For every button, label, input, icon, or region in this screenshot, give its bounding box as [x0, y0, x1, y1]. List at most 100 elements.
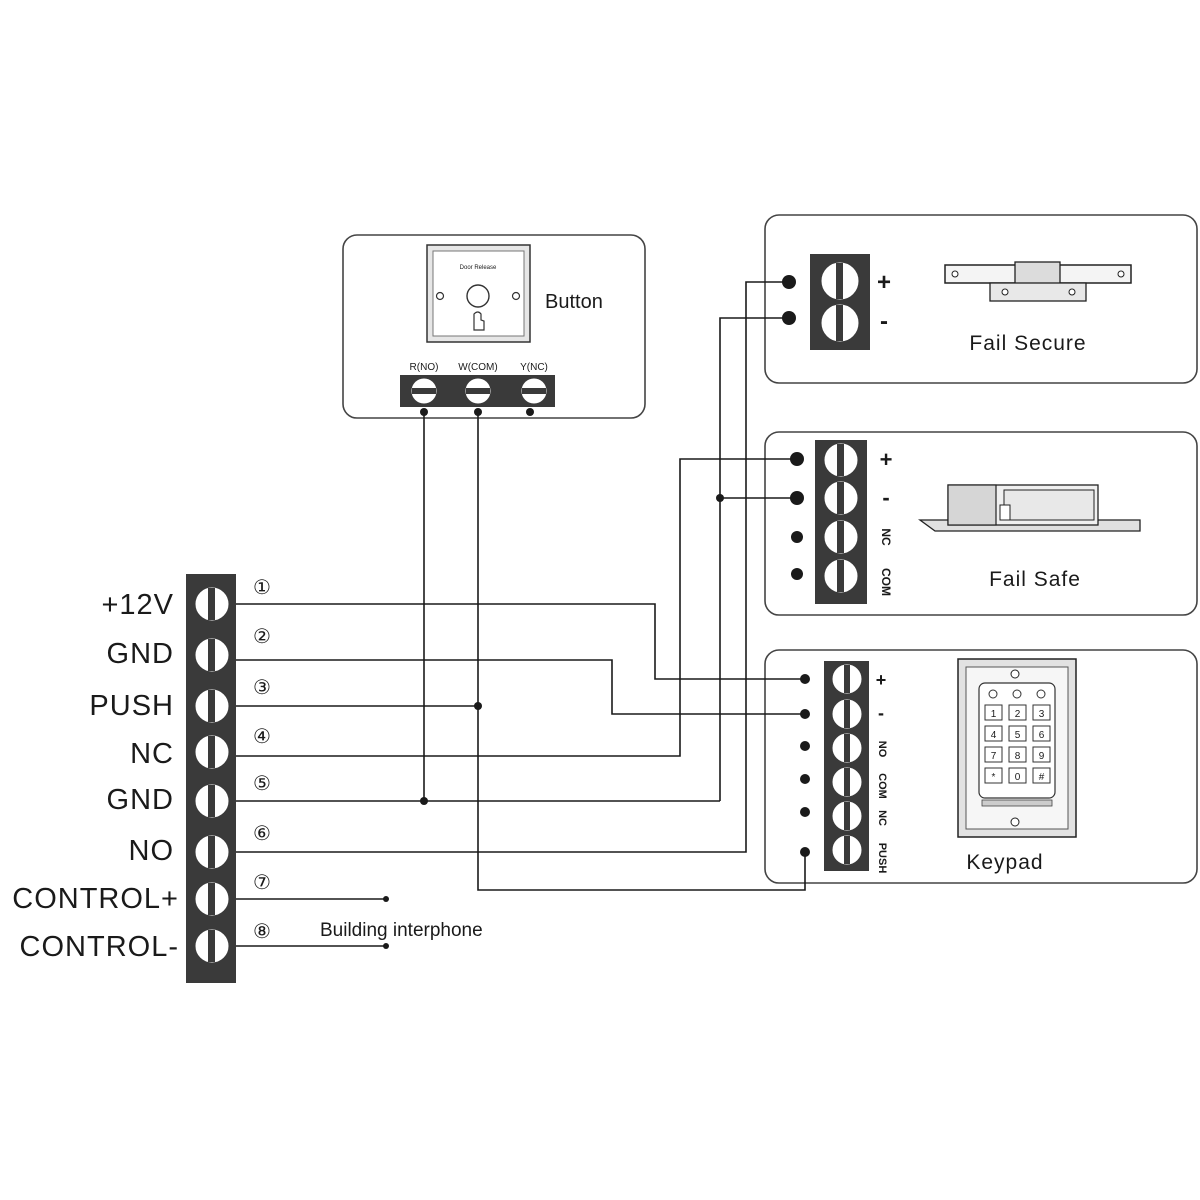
svg-text:#: #	[1039, 772, 1045, 783]
terminal-dot	[474, 408, 482, 416]
terminal-screw	[195, 784, 229, 818]
svg-text:7: 7	[991, 751, 997, 762]
terminal-number: ⑤	[253, 773, 271, 795]
wire-lock-minus	[719, 317, 789, 801]
terminal-label-vertical: NC	[876, 810, 888, 826]
svg-text:*: *	[992, 772, 996, 783]
terminal-sign: -	[880, 308, 888, 335]
terminal-sign: +	[877, 269, 891, 296]
terminal-label-12v: +12V	[101, 589, 174, 621]
button-terminal-label: Y(NC)	[520, 362, 548, 373]
terminal-dot	[791, 531, 803, 543]
building-interphone-label: Building interphone	[320, 920, 483, 941]
svg-text:9: 9	[1039, 751, 1045, 762]
wire-end-dot	[383, 896, 389, 902]
terminal-screw	[832, 733, 862, 763]
terminal-label-vertical: COM	[876, 773, 888, 799]
terminal-number: ③	[253, 677, 271, 699]
button-plate-text: Door Release	[460, 265, 497, 271]
wire-gnd-1	[228, 659, 805, 715]
terminal-screw	[824, 520, 858, 554]
terminal-screw	[824, 443, 858, 477]
terminal-label-control-plus: CONTROL+	[12, 883, 179, 915]
terminal-label-push: PUSH	[89, 690, 174, 722]
terminal-screw	[195, 735, 229, 769]
terminal-sign: -	[878, 703, 884, 723]
svg-text:8: 8	[1015, 751, 1021, 762]
terminal-label-vertical: PUSH	[876, 843, 888, 874]
terminal-screw	[832, 835, 862, 865]
terminal-screw	[824, 559, 858, 593]
terminal-sign: +	[876, 670, 887, 690]
terminal-number: ①	[253, 577, 271, 599]
terminal-dot	[790, 452, 804, 466]
terminal-label-nc: NC	[130, 738, 174, 770]
keypad-key: 0	[1008, 767, 1027, 784]
keypad-key: 1	[984, 704, 1003, 721]
terminal-label-gnd: GND	[107, 784, 174, 816]
terminal-screw	[832, 699, 862, 729]
wire-end-dot	[383, 943, 389, 949]
wire-nc	[228, 458, 797, 757]
button-terminal-label: W(COM)	[458, 362, 497, 373]
keypad-key: 3	[1032, 704, 1051, 721]
terminal-number: ④	[253, 726, 271, 748]
terminal-dot	[800, 774, 810, 784]
terminal-sign: +	[880, 447, 893, 472]
fail-safe-title: Fail Safe	[989, 568, 1081, 591]
keypad-key: *	[984, 767, 1003, 784]
svg-text:2: 2	[1015, 709, 1021, 720]
keypad-keys: 1 2 3 4 5 6 7 8 9 * 0 #	[984, 704, 1051, 784]
keypad-key: #	[1032, 767, 1051, 784]
exit-button-device: Door Release Button R(NO) W(COM) Y(NC)	[400, 244, 603, 416]
terminal-screw	[195, 882, 229, 916]
terminal-dot	[526, 408, 534, 416]
keypad-key: 9	[1032, 746, 1051, 763]
fail-secure-device: + - Fail Secure	[782, 254, 1132, 355]
screw-hole-icon	[435, 291, 445, 301]
button-terminal-label: R(NO)	[410, 362, 439, 373]
terminal-label-gnd: GND	[107, 638, 174, 670]
keypad-key: 8	[1008, 746, 1027, 763]
terminal-label-vertical: NC	[879, 528, 893, 546]
junction-dot	[420, 797, 428, 805]
terminal-screw	[824, 481, 858, 515]
terminal-screw	[832, 767, 862, 797]
electric-strike-icon	[944, 261, 1132, 302]
terminal-number: ②	[253, 626, 271, 648]
terminal-dot	[790, 491, 804, 505]
terminal-dot	[791, 568, 803, 580]
terminal-screw	[195, 929, 229, 963]
terminal-label-control-minus: CONTROL-	[20, 931, 179, 963]
keypad-device: + - NO COM NC PUSH 1 2 3 4 5 6 7 8 9 *	[800, 658, 1077, 874]
terminal-dot	[800, 709, 810, 719]
fail-safe-device: + - NC COM Fail Safe	[790, 440, 1141, 604]
svg-text:4: 4	[991, 730, 997, 741]
svg-text:3: 3	[1039, 709, 1045, 720]
hand-pointer-icon	[473, 311, 485, 331]
terminal-screw	[195, 835, 229, 869]
terminal-dot	[420, 408, 428, 416]
terminal-screw	[195, 689, 229, 723]
terminal-sign: -	[882, 485, 889, 510]
keypad-key: 6	[1032, 725, 1051, 742]
terminal-screw	[821, 304, 859, 342]
terminal-screw	[195, 638, 229, 672]
fail-secure-title: Fail Secure	[969, 332, 1086, 355]
wire-button-com	[477, 412, 806, 891]
terminal-label-vertical: COM	[879, 568, 893, 596]
electric-bolt-lock-icon	[918, 484, 1141, 532]
terminal-number: ⑥	[253, 823, 271, 845]
fail-secure-box	[764, 214, 1198, 384]
terminal-label-vertical: NO	[876, 741, 888, 758]
screw-hole-icon	[511, 291, 521, 301]
terminal-screw	[821, 262, 859, 300]
terminal-screw	[411, 378, 437, 404]
terminal-screw	[832, 664, 862, 694]
junction-dot	[716, 494, 724, 502]
keypad-key: 7	[984, 746, 1003, 763]
keypad-key: 5	[1008, 725, 1027, 742]
junction-dot	[474, 702, 482, 710]
